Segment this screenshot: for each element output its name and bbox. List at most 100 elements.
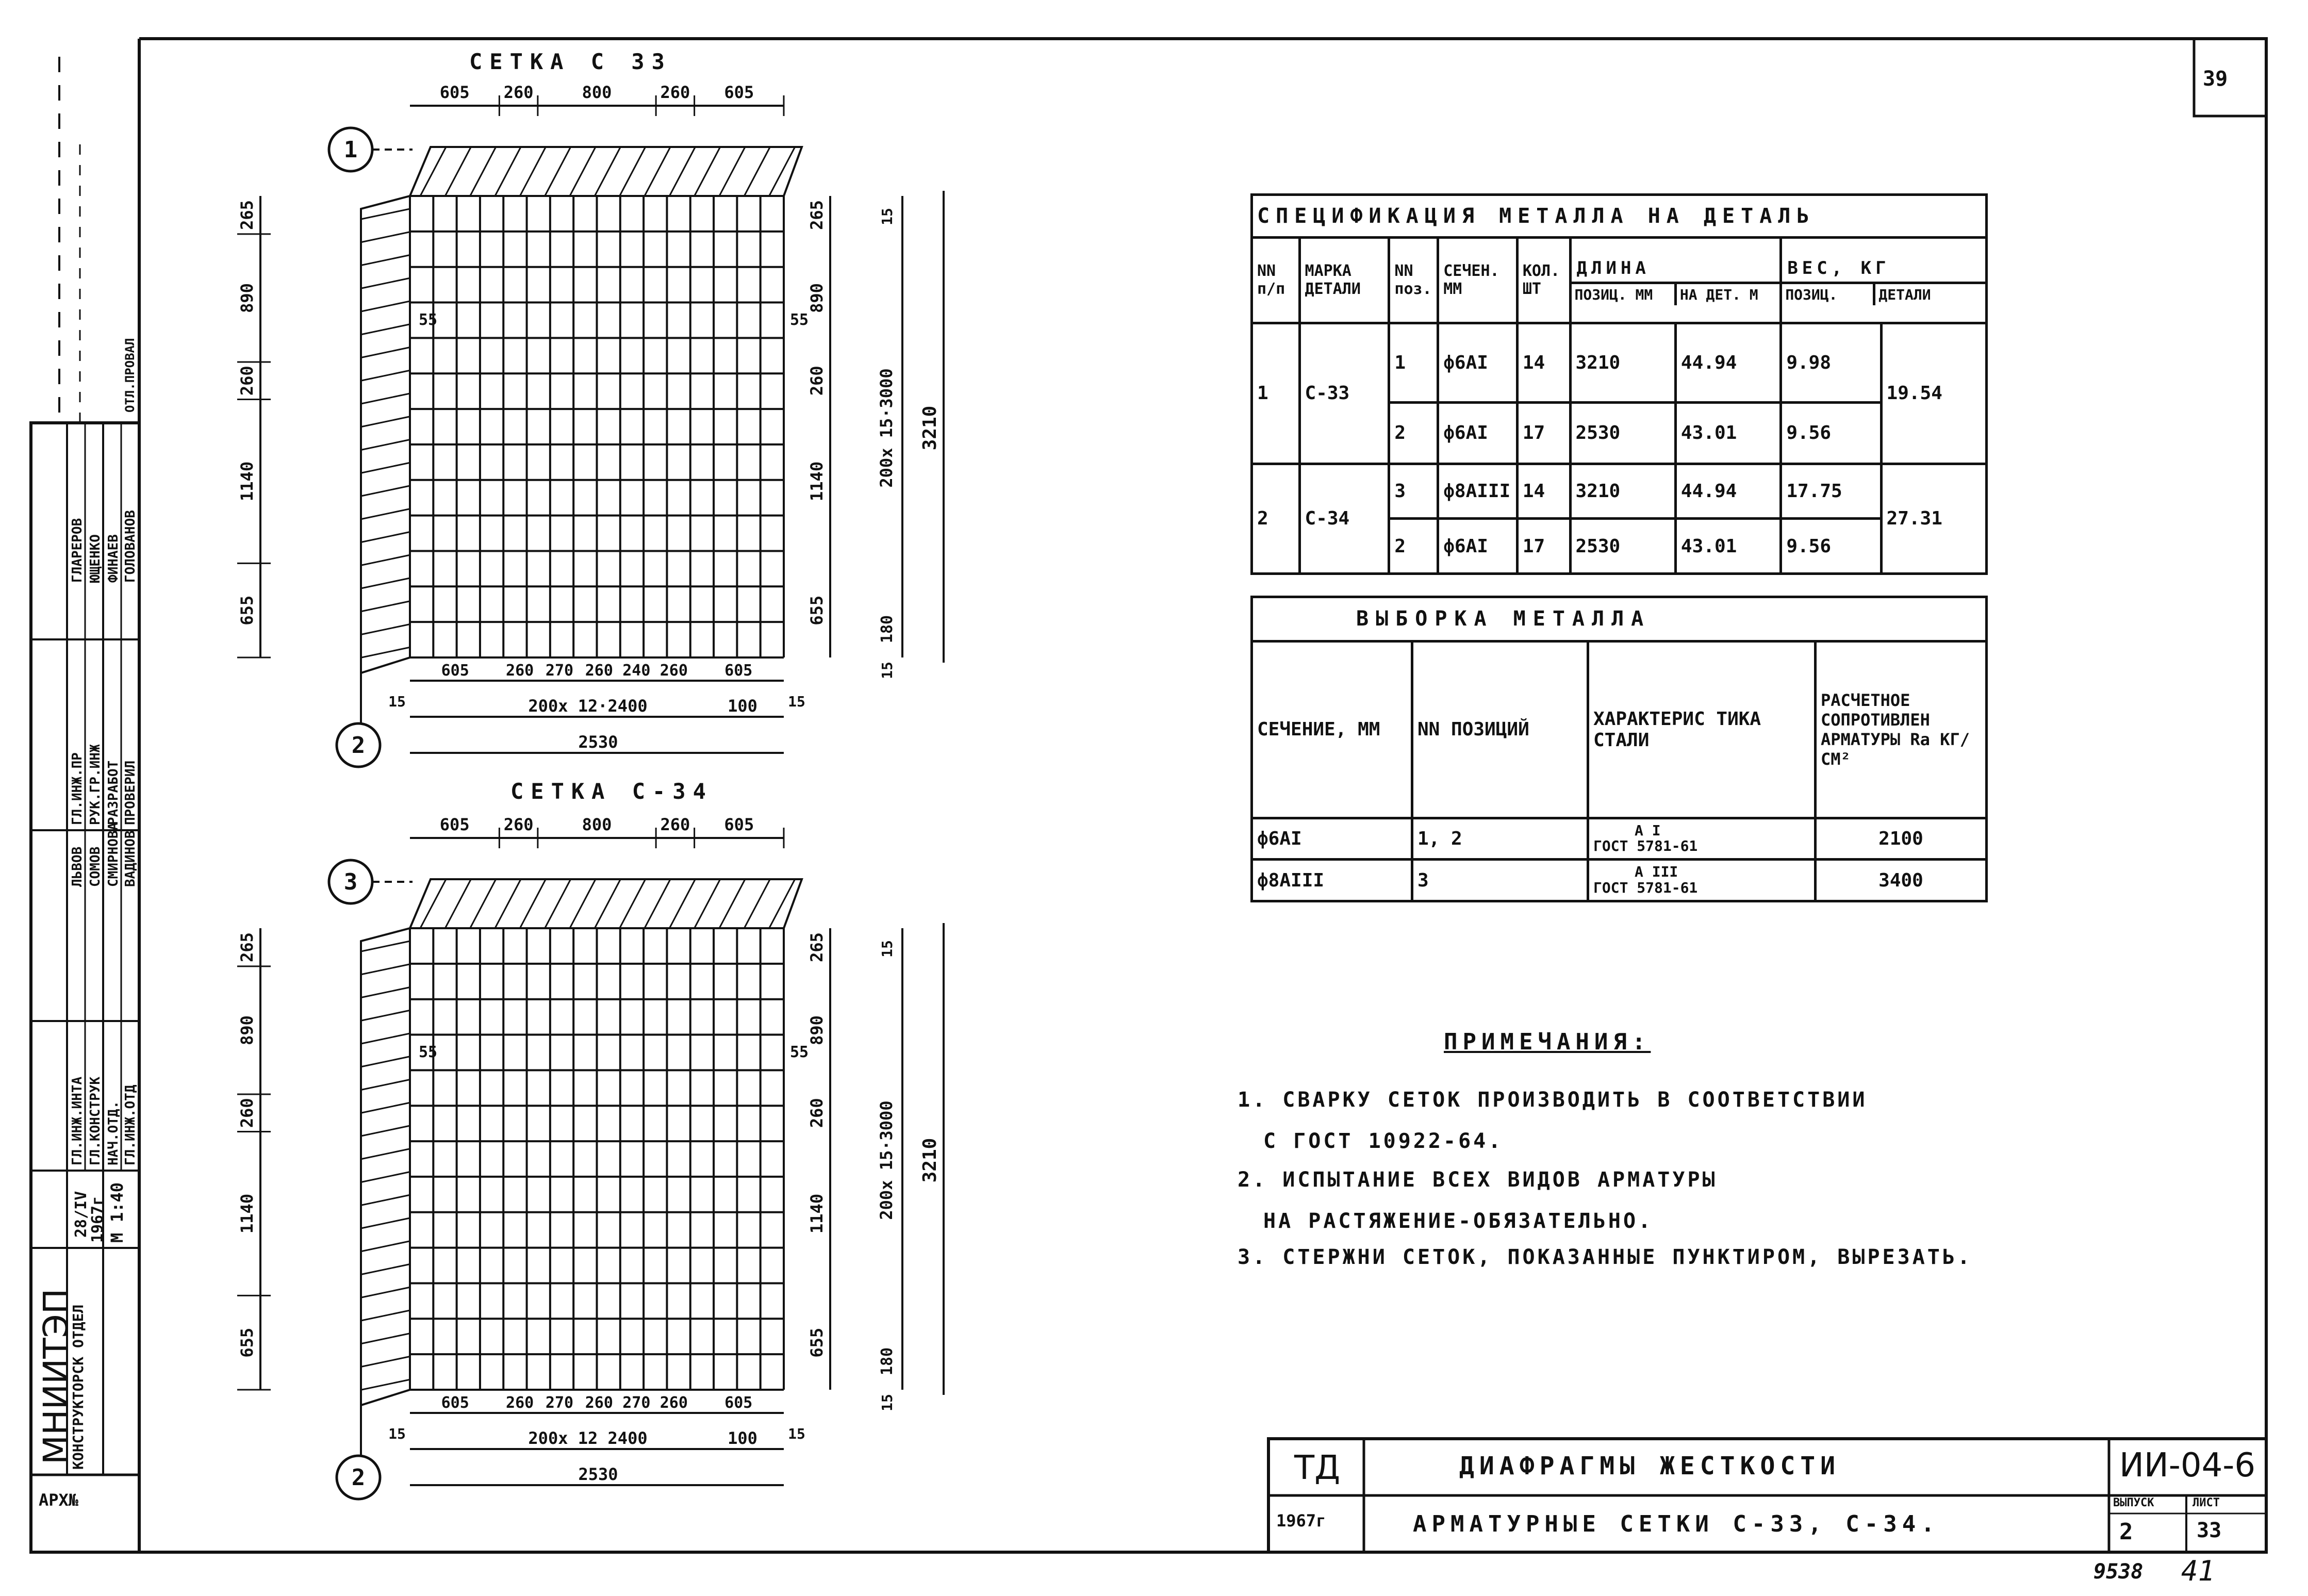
edge-label: 15	[388, 1425, 406, 1442]
top-hatch	[419, 146, 447, 196]
side-hatch	[360, 531, 410, 543]
right-span-label: 200х 15·3000	[877, 368, 896, 487]
cut-mark-label: 55	[790, 311, 809, 329]
marker-bottom-label: 2	[352, 732, 366, 759]
selection-table: ВЫБОРКА МЕТАЛЛА СЕЧЕНИЕ, ММ NN ПОЗИЦИЙ Х…	[1250, 596, 1988, 902]
right-dim-label: 260	[807, 1098, 827, 1128]
top-hatch	[619, 879, 646, 929]
bottom-dim-label: 605	[441, 1394, 469, 1412]
top-hatch	[644, 879, 671, 929]
side-hatch	[360, 392, 410, 405]
bottom-dim-label: 605	[441, 662, 469, 680]
right-dim-label: 655	[807, 1328, 827, 1358]
side-hatch	[360, 1009, 410, 1022]
edge-label: 15	[388, 693, 406, 710]
top-dim-label: 605	[440, 83, 470, 102]
col-sech: СЕЧЕН. ММ	[1437, 236, 1519, 324]
right-dim-label: 1140	[807, 1194, 827, 1233]
row1-sec: ф6АI	[1437, 321, 1519, 404]
side-hatch	[360, 1356, 410, 1368]
right-dim-label: 265	[807, 932, 827, 962]
side-hatch	[360, 646, 410, 659]
left-dim-label: 890	[237, 1015, 257, 1045]
marker-top-label: 3	[344, 869, 358, 895]
top-hatch	[718, 146, 746, 196]
row4-sec: ф6АI	[1437, 517, 1519, 575]
side-hatch	[360, 485, 410, 497]
tb-issue: 2	[2119, 1519, 2133, 1545]
side-hatch	[360, 623, 410, 635]
cut-mark-label: 55	[419, 311, 437, 329]
row1-qty: 14	[1515, 321, 1572, 404]
marker-bottom-label: 2	[352, 1465, 366, 1491]
cut-mark-label: 55	[790, 1043, 809, 1061]
sel-row2-gost: ГОСТ 5781-61	[1593, 879, 1698, 897]
side-hatch	[360, 369, 410, 382]
right-span-label: 200х 15·3000	[877, 1100, 896, 1220]
note-line-1: 1. СВАРКУ СЕТОК ПРОИЗВОДИТЬ В СООТВЕТСТВ…	[1238, 1088, 1868, 1112]
row3-mark: С-34	[1298, 462, 1391, 575]
sel-row1-gost: ГОСТ 5781-61	[1593, 837, 1698, 855]
side-hatch	[360, 277, 410, 289]
side-hatch	[360, 1056, 410, 1068]
top-hatch	[594, 879, 621, 929]
right-dim-label: 890	[807, 283, 827, 313]
top-hatch	[768, 879, 796, 929]
col-dlina-det: НА ДЕТ. М	[1679, 286, 1758, 304]
table-row: 2 С-34 3 ф8АIII 14 3210 44.94 17.75 27.3…	[1250, 462, 1988, 575]
sel-row1-pos: 1, 2	[1411, 816, 1589, 861]
top-dim-label: 260	[504, 815, 534, 834]
row3-qty: 14	[1515, 462, 1572, 520]
row2-len-det: 43.01	[1674, 401, 1783, 465]
tb-sheet-label: ЛИСТ	[2192, 1496, 2220, 1509]
row2-sec: ф6АI	[1437, 401, 1519, 465]
side-hatch	[360, 577, 410, 589]
side-hatch	[360, 986, 410, 998]
right-edge-label: 15	[879, 940, 896, 958]
edge-label: 15	[788, 1425, 805, 1442]
sel-row2-pos: 3	[1411, 858, 1589, 902]
row1-len-det: 44.94	[1674, 321, 1783, 404]
left-dim-label: 265	[237, 932, 257, 962]
top-dim-label: 260	[504, 83, 534, 102]
row3-pos: 3	[1388, 462, 1440, 520]
side-hatch	[360, 1032, 410, 1045]
row3-w-pos: 17.75	[1779, 462, 1883, 520]
span-dim-label: 200х 12 2400	[528, 1428, 647, 1448]
row1-len: 3210	[1569, 321, 1677, 404]
side-hatch	[360, 347, 410, 358]
row1-w-pos: 9.98	[1779, 321, 1883, 404]
row3-len-det: 44.94	[1674, 462, 1783, 520]
top-hatch	[594, 146, 621, 196]
row3-w-det: 27.31	[1880, 462, 1988, 575]
right-total-label: 3210	[919, 1138, 941, 1183]
right-edge-label: 15	[879, 208, 896, 225]
col-nn: NN п/п	[1250, 236, 1301, 324]
row2-len: 2530	[1569, 401, 1677, 465]
top-hatch	[718, 879, 746, 929]
row3-sec: ф8АIII	[1437, 462, 1519, 520]
top-hatch	[744, 146, 771, 196]
col-ves-poz: ПОЗИЦ.	[1782, 284, 1876, 306]
row1-w-det: 19.54	[1880, 321, 1988, 465]
c34-title: СЕТКА С-34	[510, 779, 713, 804]
col-dlina: ДЛИНА	[1571, 255, 1780, 285]
notes-title: ПРИМЕЧАНИЯ:	[1444, 1029, 1651, 1055]
stamp-2: 41	[2181, 1555, 2215, 1587]
tb-issue-label: ВЫПУСК	[2113, 1496, 2154, 1509]
left-dim-label: 655	[237, 1328, 257, 1358]
top-hatch	[569, 146, 597, 196]
bottom-dim-label: 270	[546, 1394, 573, 1412]
note-line-4: НА РАСТЯЖЕНИЕ-ОБЯЗАТЕЛЬНО.	[1263, 1209, 1654, 1233]
top-hatch	[669, 879, 696, 929]
end-dim-label: 100	[728, 696, 757, 716]
top-hatch	[469, 146, 497, 196]
top-hatch	[494, 879, 522, 929]
archive-label: АРХ№	[39, 1490, 79, 1510]
row2-w-pos: 9.56	[1779, 401, 1883, 465]
top-hatch	[494, 146, 522, 196]
top-hatch	[419, 879, 447, 929]
cut-mark-label: 55	[419, 1043, 437, 1061]
right-dim-label: 1140	[807, 462, 827, 501]
